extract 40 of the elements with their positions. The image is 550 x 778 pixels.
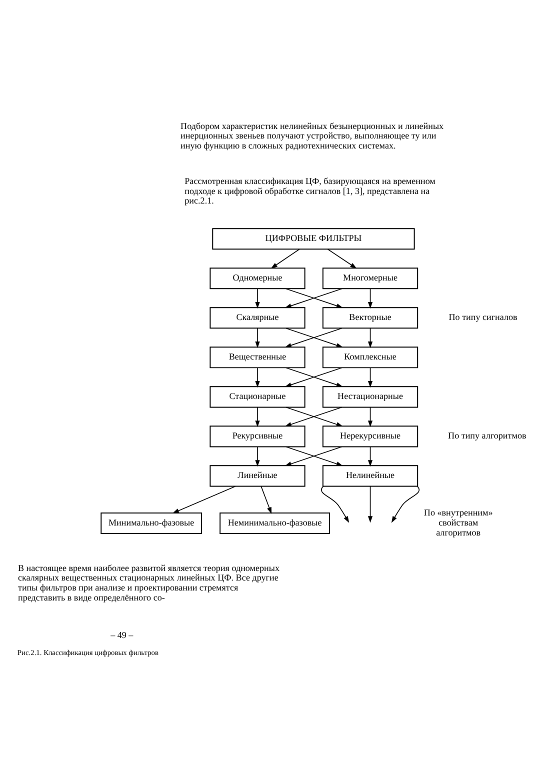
arrow bbox=[321, 485, 350, 522]
node-box: Нелинейные bbox=[322, 464, 418, 486]
node-box: Неминимально-фазовые bbox=[220, 512, 330, 534]
arrow bbox=[255, 288, 260, 308]
arrow bbox=[327, 248, 357, 268]
node-box: Комплексные bbox=[322, 346, 418, 368]
node-box: Нерекурсивные bbox=[322, 425, 418, 447]
arrow bbox=[270, 248, 300, 268]
label: По типу алгоритмов bbox=[448, 430, 526, 440]
node-box: Векторные bbox=[322, 306, 418, 328]
arrow bbox=[368, 446, 373, 466]
arrow bbox=[255, 446, 260, 466]
node-box: Линейные bbox=[210, 464, 306, 486]
arrow bbox=[391, 485, 420, 522]
node-box: Стационарные bbox=[210, 386, 306, 408]
caption: Рис.2.1. Классификация цифровых фильтров bbox=[17, 648, 158, 657]
node-box: Минимально-фазовые bbox=[100, 512, 202, 534]
arrow bbox=[255, 327, 260, 348]
node-box: Нестационарные bbox=[322, 386, 418, 408]
label: По «внутренним» свойствам алгоритмов bbox=[424, 507, 493, 537]
label: По типу сигналов bbox=[448, 312, 518, 322]
node-box: Одномерные bbox=[210, 267, 306, 289]
node-box: Многомерные bbox=[322, 267, 418, 289]
arrow bbox=[368, 366, 373, 388]
label: Рассмотренная классификация ЦФ, базирующаяся на временном подходе к цифровой обработке сигналов [1, 3], представлена на рис.2.1. bbox=[184, 175, 436, 206]
arrow bbox=[255, 406, 260, 427]
node-box: Вещественные bbox=[210, 346, 306, 368]
label: Подбором характеристик нелинейных безынерционных и линейных инерционных звеньев получают устройство, выполняющее ту или иную функцию в сложных радиотехнических системах. bbox=[180, 120, 444, 150]
arrow bbox=[368, 288, 373, 308]
arrow bbox=[260, 486, 272, 514]
arrow bbox=[172, 485, 236, 513]
arrow bbox=[368, 327, 373, 348]
arrow bbox=[368, 406, 373, 427]
arrow bbox=[368, 485, 373, 522]
node-box: Скалярные bbox=[210, 306, 306, 328]
label: В настоящее время наиболее развитой является теория одномерных скалярных вещественных стационарных линейных ЦФ. Все другие типы фильтров при анализе и проектировании стремятся представить в виде определённого со- bbox=[18, 562, 280, 602]
arrow bbox=[255, 366, 260, 388]
node-box: Рекурсивные bbox=[210, 425, 306, 447]
label: – 49 – bbox=[110, 629, 134, 640]
node-box: ЦИФРОВЫЕ ФИЛЬТРЫ bbox=[212, 228, 415, 250]
